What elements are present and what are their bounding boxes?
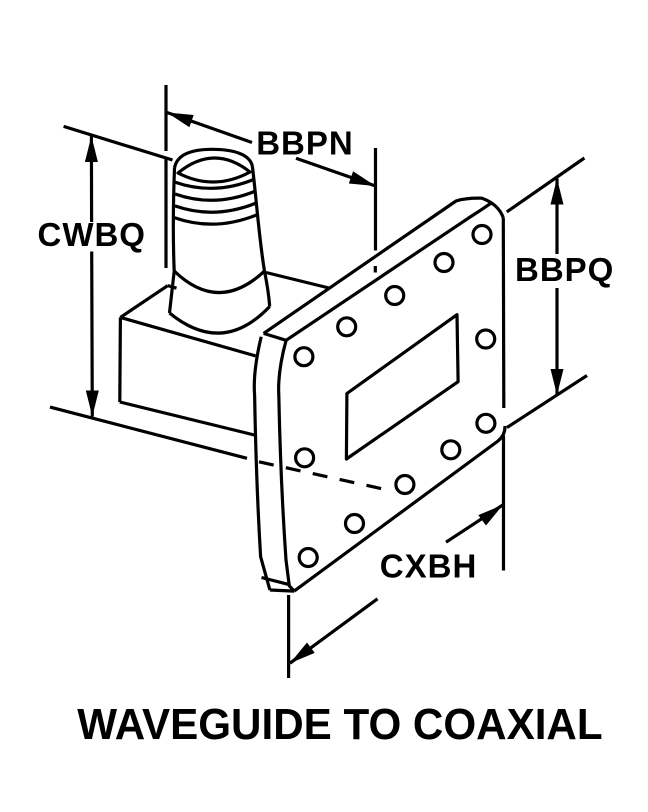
svg-text:BBPN: BBPN (256, 125, 354, 162)
svg-text:WAVEGUIDE TO COAXIAL: WAVEGUIDE TO COAXIAL (77, 700, 602, 749)
svg-text:BBPQ: BBPQ (515, 251, 614, 288)
svg-text:CXBH: CXBH (380, 548, 478, 585)
svg-text:CWBQ: CWBQ (38, 216, 146, 253)
